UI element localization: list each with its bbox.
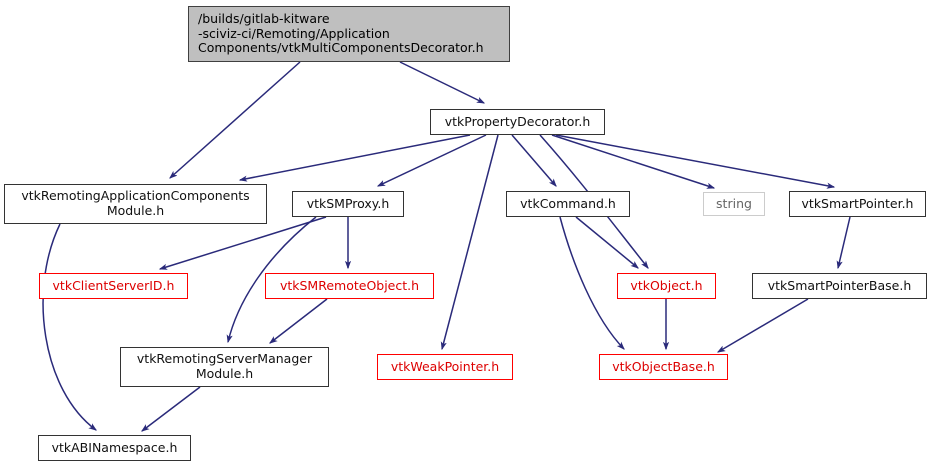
- edge-smproxy-to-remotingservermanagermodule: [226, 216, 317, 344]
- edge-smartpointer-to-smartpointerbase: [836, 216, 851, 270]
- edge-smproxy-to-clientserverid: [158, 216, 327, 270]
- graph-node-abinamespace[interactable]: vtkABINamespace.h: [38, 435, 191, 461]
- graph-node-weakpointer[interactable]: vtkWeakPointer.h: [377, 354, 513, 380]
- graph-node-propertydecorator[interactable]: vtkPropertyDecorator.h: [430, 109, 605, 135]
- edge-propertydecorator-to-command: [511, 134, 557, 187]
- graph-node-smartpointerbase[interactable]: vtkSmartPointerBase.h: [752, 273, 927, 299]
- graph-node-smremoteobject[interactable]: vtkSMRemoteObject.h: [265, 273, 434, 299]
- edge-propertydecorator-to-smproxy: [376, 134, 487, 187]
- edge-propertydecorator-to-remotingappcomponentsmodule: [238, 134, 471, 182]
- edge-root-to-remotingappcomponentsmodule: [169, 61, 301, 179]
- graph-node-string[interactable]: string: [703, 192, 765, 216]
- edge-remotingappcomponentsmodule-to-abinamespace: [42, 223, 97, 431]
- edge-propertydecorator-to-smartpointer: [555, 134, 836, 189]
- edge-root-to-propertydecorator: [399, 61, 486, 104]
- graph-node-clientserverid[interactable]: vtkClientServerID.h: [39, 273, 188, 299]
- graph-node-command[interactable]: vtkCommand.h: [506, 191, 630, 217]
- graph-node-objectbase[interactable]: vtkObjectBase.h: [599, 354, 728, 380]
- edge-command-to-object: [575, 216, 639, 269]
- edge-remotingservermanagermodule-to-abinamespace: [141, 386, 201, 432]
- graph-node-remotingservermanagermodule[interactable]: vtkRemotingServerManager Module.h: [120, 347, 329, 387]
- graph-node-smartpointer[interactable]: vtkSmartPointer.h: [789, 191, 926, 217]
- edge-propertydecorator-to-string: [551, 134, 716, 189]
- graph-node-object[interactable]: vtkObject.h: [617, 273, 716, 299]
- graph-node-root: /builds/gitlab-kitware -sciviz-ci/Remoti…: [188, 6, 510, 62]
- graph-node-remotingappcomponentsmodule[interactable]: vtkRemotingApplicationComponents Module.…: [4, 184, 267, 224]
- edge-smartpointerbase-to-objectbase: [716, 298, 809, 353]
- edge-propertydecorator-to-weakpointer: [440, 134, 499, 351]
- edge-smremoteobject-to-remotingservermanagermodule: [269, 298, 328, 344]
- graph-node-smproxy[interactable]: vtkSMProxy.h: [292, 191, 404, 217]
- edge-command-to-objectbase: [559, 216, 625, 350]
